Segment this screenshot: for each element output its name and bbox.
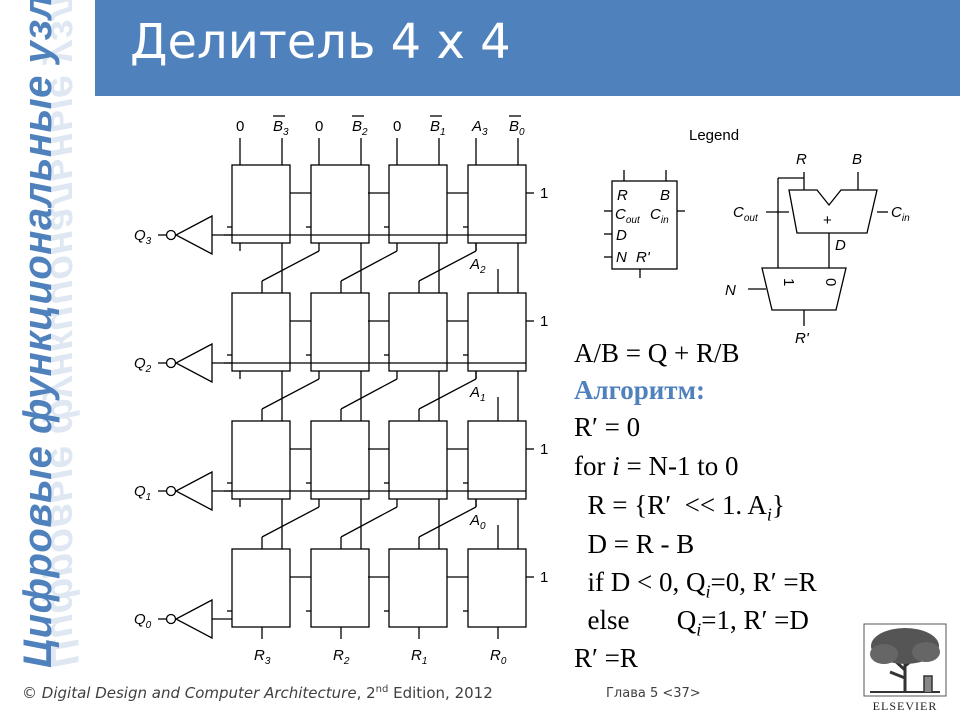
top-input-label: 0 — [315, 118, 323, 135]
top-input-b-label: B0 — [509, 118, 525, 138]
divider-cell — [467, 164, 527, 244]
carry-in-one: 1 — [540, 185, 548, 202]
top-input-b-label: B3 — [273, 118, 289, 138]
remainder-label: R0 — [490, 647, 507, 667]
divider-cell — [388, 548, 448, 628]
detail-d-label: D — [835, 237, 846, 254]
tree-icon — [863, 623, 947, 697]
divider-cell — [388, 164, 448, 244]
legend-b-label: B — [660, 187, 670, 204]
divider-cell — [231, 164, 291, 244]
divider-cell — [231, 420, 291, 500]
top-input-label: 0 — [236, 118, 244, 135]
title-bar — [95, 0, 960, 96]
remainder-shift-wire — [340, 378, 398, 410]
legend-title: Legend — [689, 127, 739, 144]
footer-citation: © Digital Design and Computer Architectu… — [22, 684, 493, 702]
algorithm-final: R′ =R — [574, 643, 638, 673]
inverter-bubble — [165, 485, 177, 497]
quotient-label: Q0 — [134, 611, 152, 631]
divider-cell — [467, 548, 527, 628]
remainder-shift-wire — [418, 506, 477, 538]
adder-shape — [788, 189, 878, 234]
quotient-label: Q2 — [134, 355, 152, 375]
top-input-label: 0 — [393, 118, 401, 135]
adder-plus: + — [823, 212, 832, 229]
detail-n-label: N — [725, 282, 736, 299]
algorithm-heading: Алгоритм: — [574, 375, 705, 405]
inverter-triangle — [174, 214, 213, 256]
inverter-bubble — [165, 613, 177, 625]
detail-cin-label: Cin — [891, 204, 910, 224]
a-input-label: A0 — [469, 512, 486, 532]
equation: A/B = Q + R/B — [574, 338, 740, 368]
remainder-shift-wire — [418, 250, 477, 282]
algorithm-if: if D < 0, Qi=0, R′ =R — [574, 567, 817, 602]
footer-page: Глава 5 <37> — [606, 686, 701, 701]
divider-cell — [310, 548, 370, 628]
algorithm-for: for i = N-1 to 0 — [574, 451, 739, 481]
remainder-shift-wire — [261, 378, 320, 410]
legend-d-label: D — [616, 227, 627, 244]
remainder-shift-wire — [418, 378, 477, 410]
remainder-shift-wire — [340, 506, 398, 538]
publisher-logo: ELSEVIER — [862, 622, 948, 714]
legend-cout-label: Cout — [615, 206, 641, 226]
remainder-label: R3 — [254, 647, 271, 667]
divider-cell — [310, 292, 370, 372]
legend-rp-label: R' — [636, 249, 651, 266]
a-input-label: A1 — [469, 384, 486, 404]
detail-cout-label: Cout — [733, 204, 759, 224]
a-input-label: A2 — [469, 256, 486, 276]
divider-cell — [231, 292, 291, 372]
slide-title: Делитель 4 x 4 — [130, 14, 511, 70]
logo-text: ELSEVIER — [872, 699, 938, 713]
mux-shape — [761, 267, 847, 311]
divider-cell — [467, 420, 527, 500]
remainder-shift-wire — [340, 250, 398, 282]
remainder-label: R2 — [333, 647, 350, 667]
algorithm-subtract: D = R - B — [574, 529, 695, 559]
algorithm-init: R′ = 0 — [574, 412, 641, 442]
carry-in-one: 1 — [540, 313, 548, 330]
remainder-shift-wire — [261, 250, 320, 282]
divider-cell — [388, 420, 448, 500]
divider-cell — [467, 292, 527, 372]
top-input-label: A3 — [471, 118, 488, 138]
inverter-bubble — [165, 357, 177, 369]
carry-in-one: 1 — [540, 569, 548, 586]
inverter-triangle — [174, 342, 213, 384]
algorithm-shift: R = {R′ << 1. Ai} — [574, 490, 785, 525]
divider-cell — [310, 420, 370, 500]
top-input-b-label: B1 — [430, 118, 446, 138]
legend-cell-box — [611, 180, 678, 270]
mux-0-label: 0 — [822, 278, 839, 286]
legend-n-label: N — [616, 249, 627, 266]
top-input-b-label: B2 — [352, 118, 368, 138]
carry-in-one: 1 — [540, 441, 548, 458]
divider-cell — [231, 548, 291, 628]
quotient-label: Q3 — [134, 227, 152, 247]
algorithm-else: else Qi=1, R′ =D — [574, 605, 809, 640]
mux-1-label: 1 — [780, 278, 797, 286]
quotient-label: Q1 — [134, 483, 151, 503]
remainder-label: R1 — [411, 647, 427, 667]
divider-cell — [388, 292, 448, 372]
inverter-bubble — [165, 229, 177, 241]
detail-rp-label: R' — [795, 330, 810, 347]
detail-r-label: R — [796, 151, 807, 168]
inverter-triangle — [174, 598, 213, 640]
divider-cell — [310, 164, 370, 244]
detail-b-label: B — [852, 151, 862, 168]
remainder-shift-wire — [261, 506, 320, 538]
inverter-triangle — [174, 470, 213, 512]
legend-cin-label: Cin — [650, 206, 669, 226]
legend-r-label: R — [617, 187, 628, 204]
